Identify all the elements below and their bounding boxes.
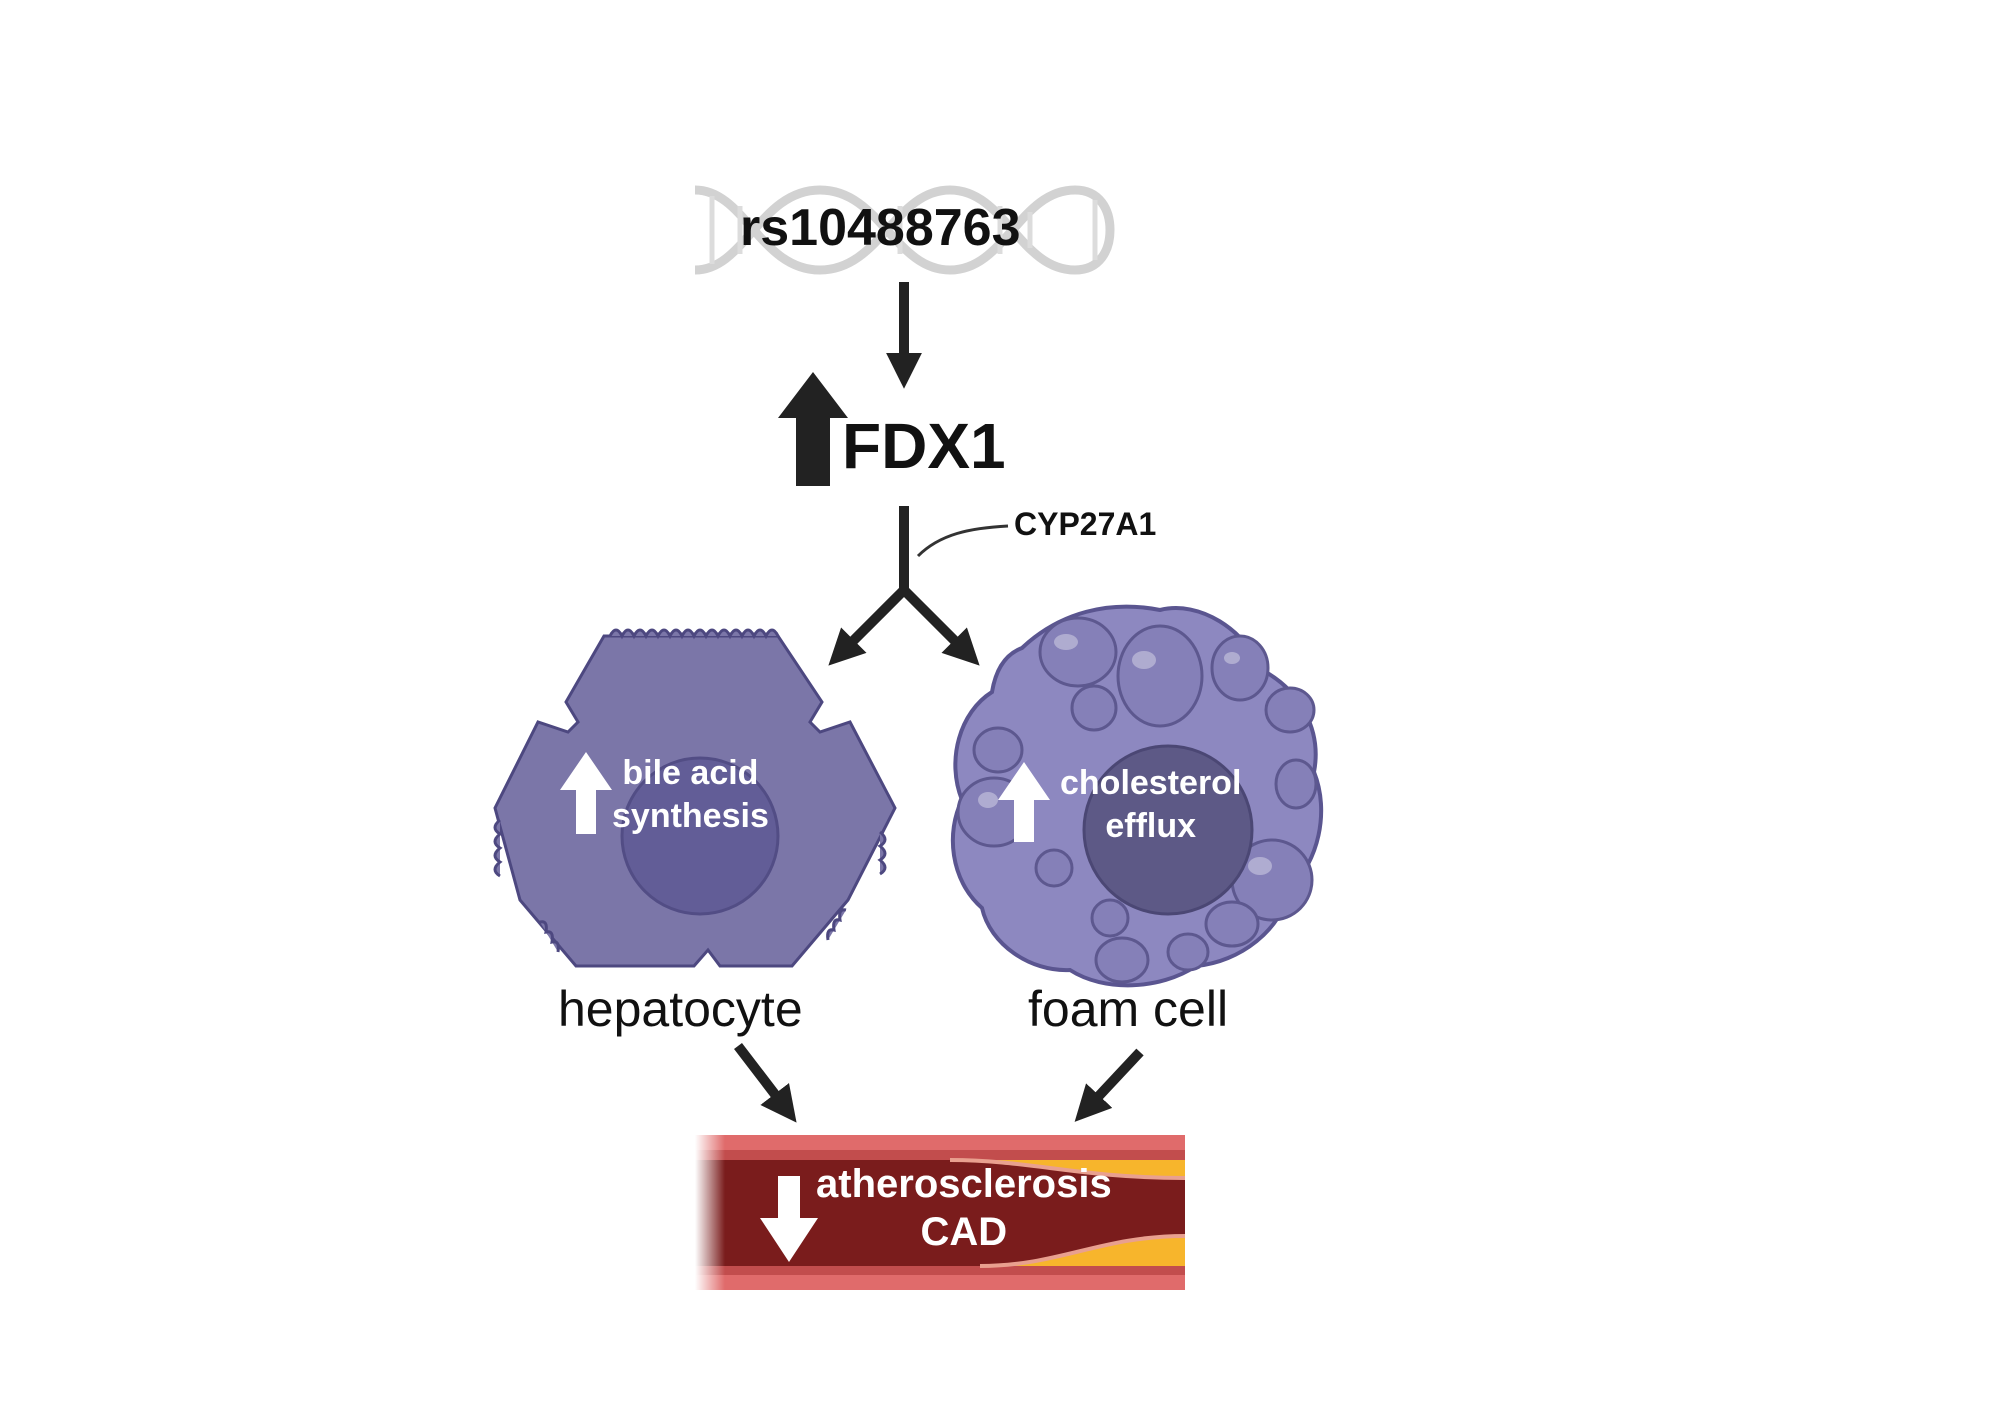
outcome-line1: atherosclerosis (816, 1162, 1112, 1206)
cholesterol-efflux-label: cholesterol efflux (1060, 762, 1241, 847)
gene-label: FDX1 (842, 410, 1006, 482)
bile-acid-synthesis-label: bile acid synthesis (612, 752, 769, 837)
hepatocyte-cell (493, 628, 897, 968)
arrow-foam-cell-to-outcome (1074, 1048, 1144, 1122)
artery-vessel (695, 1135, 1185, 1290)
bile-acid-up-arrow-icon (560, 752, 612, 834)
cholesterol-line2: efflux (1105, 806, 1197, 845)
outcome-down-arrow-icon (760, 1176, 818, 1262)
arrow-hepatocyte-to-outcome (734, 1042, 797, 1123)
outcome-label: atherosclerosis CAD (816, 1160, 1112, 1256)
foam-cell (950, 604, 1324, 988)
hepatocyte-label: hepatocyte (558, 981, 803, 1037)
enzyme-label: CYP27A1 (1014, 506, 1157, 542)
gene-up-arrow-icon (778, 372, 848, 486)
snp-label: rs10488763 (740, 199, 1021, 257)
cholesterol-efflux-up-arrow-icon (998, 762, 1050, 842)
branch-connector (828, 506, 980, 666)
enzyme-leader-line (916, 524, 1009, 558)
cholesterol-line1: cholesterol (1060, 764, 1242, 802)
dna-helix-icon (694, 185, 1115, 275)
bile-acid-line1: bile acid (622, 754, 759, 792)
bile-acid-line2: synthesis (612, 796, 769, 835)
outcome-line2: CAD (920, 1210, 1008, 1254)
foam-cell-label: foam cell (1028, 981, 1229, 1037)
